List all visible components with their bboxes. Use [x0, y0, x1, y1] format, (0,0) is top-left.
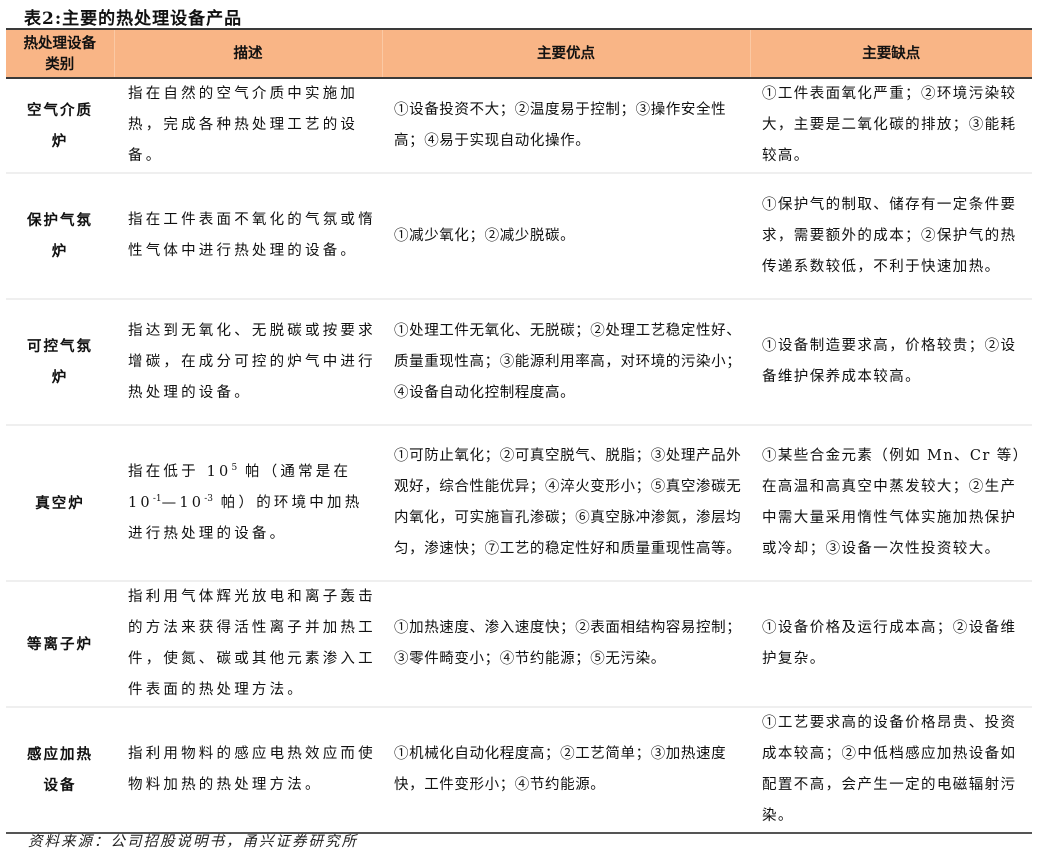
description-cell: 指在工件表面不氧化的气氛或惰性气体中进行热处理的设备。 — [114, 173, 382, 300]
category-cell: 保护气氛炉 — [6, 173, 114, 300]
disadvantages-cell: ①工艺要求高的设备价格昂贵、投资成本较高；②中低档感应加热设备如配置不高，会产生… — [750, 707, 1032, 834]
table-title: 表2:主要的热处理设备产品 — [24, 9, 243, 29]
description-cell: 指在低于 105 帕（通常是在 10-1—10-3 帕）的环境中加热进行热处理的… — [114, 425, 382, 582]
table-row: 可控气氛炉 指达到无氧化、无脱碳或按要求增碳，在成分可控的炉气中进行热处理的设备… — [6, 299, 1032, 426]
advantages-cell: ①处理工件无氧化、无脱碳；②处理工艺稳定性好、质量重现性高；③能源利用率高，对环… — [382, 299, 750, 426]
advantages-cell: ①可防止氧化；②可真空脱气、脱脂；③处理产品外观好，综合性能优异；④淬火变形小；… — [382, 425, 750, 582]
disadvantages-cell: ①保护气的制取、储存有一定条件要求，需要额外的成本；②保护气的热传递系数较低，不… — [750, 173, 1032, 300]
header-advantages: 主要优点 — [381, 30, 750, 79]
table-row: 感应加热设备 指利用物料的感应电热效应而使物料加热的热处理方法。 ①机械化自动化… — [6, 707, 1032, 834]
category-cell: 可控气氛炉 — [6, 299, 114, 426]
source-note: 资料来源：公司招股说明书，甬兴证券研究所 — [28, 834, 358, 850]
advantages-cell: ①加热速度、渗入速度快；②表面相结构容易控制；③零件畸变小；④节约能源；⑤无污染… — [382, 581, 750, 708]
advantages-cell: ①减少氧化；②减少脱碳。 — [382, 173, 750, 300]
header-row: 热处理设备类别 描述 主要优点 主要缺点 — [6, 30, 1032, 79]
table-row: 空气介质炉 指在自然的空气介质中实施加热，完成各种热处理工艺的设备。 ①设备投资… — [6, 78, 1032, 174]
category-cell: 空气介质炉 — [6, 78, 114, 174]
description-cell: 指达到无氧化、无脱碳或按要求增碳，在成分可控的炉气中进行热处理的设备。 — [114, 299, 382, 426]
disadvantages-cell: ①设备价格及运行成本高；②设备维护复杂。 — [750, 581, 1032, 708]
header-description: 描述 — [113, 30, 382, 79]
disadvantages-cell: ①设备制造要求高，价格较贵；②设备维护保养成本较高。 — [750, 299, 1032, 426]
category-cell: 真空炉 — [6, 425, 114, 582]
header-category: 热处理设备类别 — [6, 30, 114, 79]
table-row: 等离子炉 指利用气体辉光放电和离子轰击的方法来获得活性离子并加热工件，使氮、碳或… — [6, 581, 1032, 708]
top-rule — [6, 28, 1032, 30]
description-cell: 指在自然的空气介质中实施加热，完成各种热处理工艺的设备。 — [114, 78, 382, 174]
header-disadvantages: 主要缺点 — [749, 30, 1032, 79]
table-row: 保护气氛炉 指在工件表面不氧化的气氛或惰性气体中进行热处理的设备。 ①减少氧化；… — [6, 173, 1032, 300]
heat-treatment-equipment-table: 热处理设备类别 描述 主要优点 主要缺点 空气介质炉 指在自然的空气介质中实施加… — [6, 30, 1032, 834]
disadvantages-cell: ①某些合金元素（例如 Mn、Cr 等）在高温和高真空中蒸发较大；②生产中需大量采… — [750, 425, 1032, 582]
advantages-cell: ①机械化自动化程度高；②工艺简单；③加热速度快，工件变形小；④节约能源。 — [382, 707, 750, 834]
disadvantages-cell: ①工件表面氧化严重；②环境污染较大，主要是二氧化碳的排放；③能耗较高。 — [750, 78, 1032, 174]
category-cell: 等离子炉 — [6, 581, 114, 708]
description-cell: 指利用物料的感应电热效应而使物料加热的热处理方法。 — [114, 707, 382, 834]
category-cell: 感应加热设备 — [6, 707, 114, 834]
table-row: 真空炉 指在低于 105 帕（通常是在 10-1—10-3 帕）的环境中加热进行… — [6, 425, 1032, 582]
advantages-cell: ①设备投资不大；②温度易于控制；③操作安全性高；④易于实现自动化操作。 — [382, 78, 750, 174]
description-cell: 指利用气体辉光放电和离子轰击的方法来获得活性离子并加热工件，使氮、碳或其他元素渗… — [114, 581, 382, 708]
equipment-table-container: 热处理设备类别 描述 主要优点 主要缺点 空气介质炉 指在自然的空气介质中实施加… — [6, 28, 1032, 834]
